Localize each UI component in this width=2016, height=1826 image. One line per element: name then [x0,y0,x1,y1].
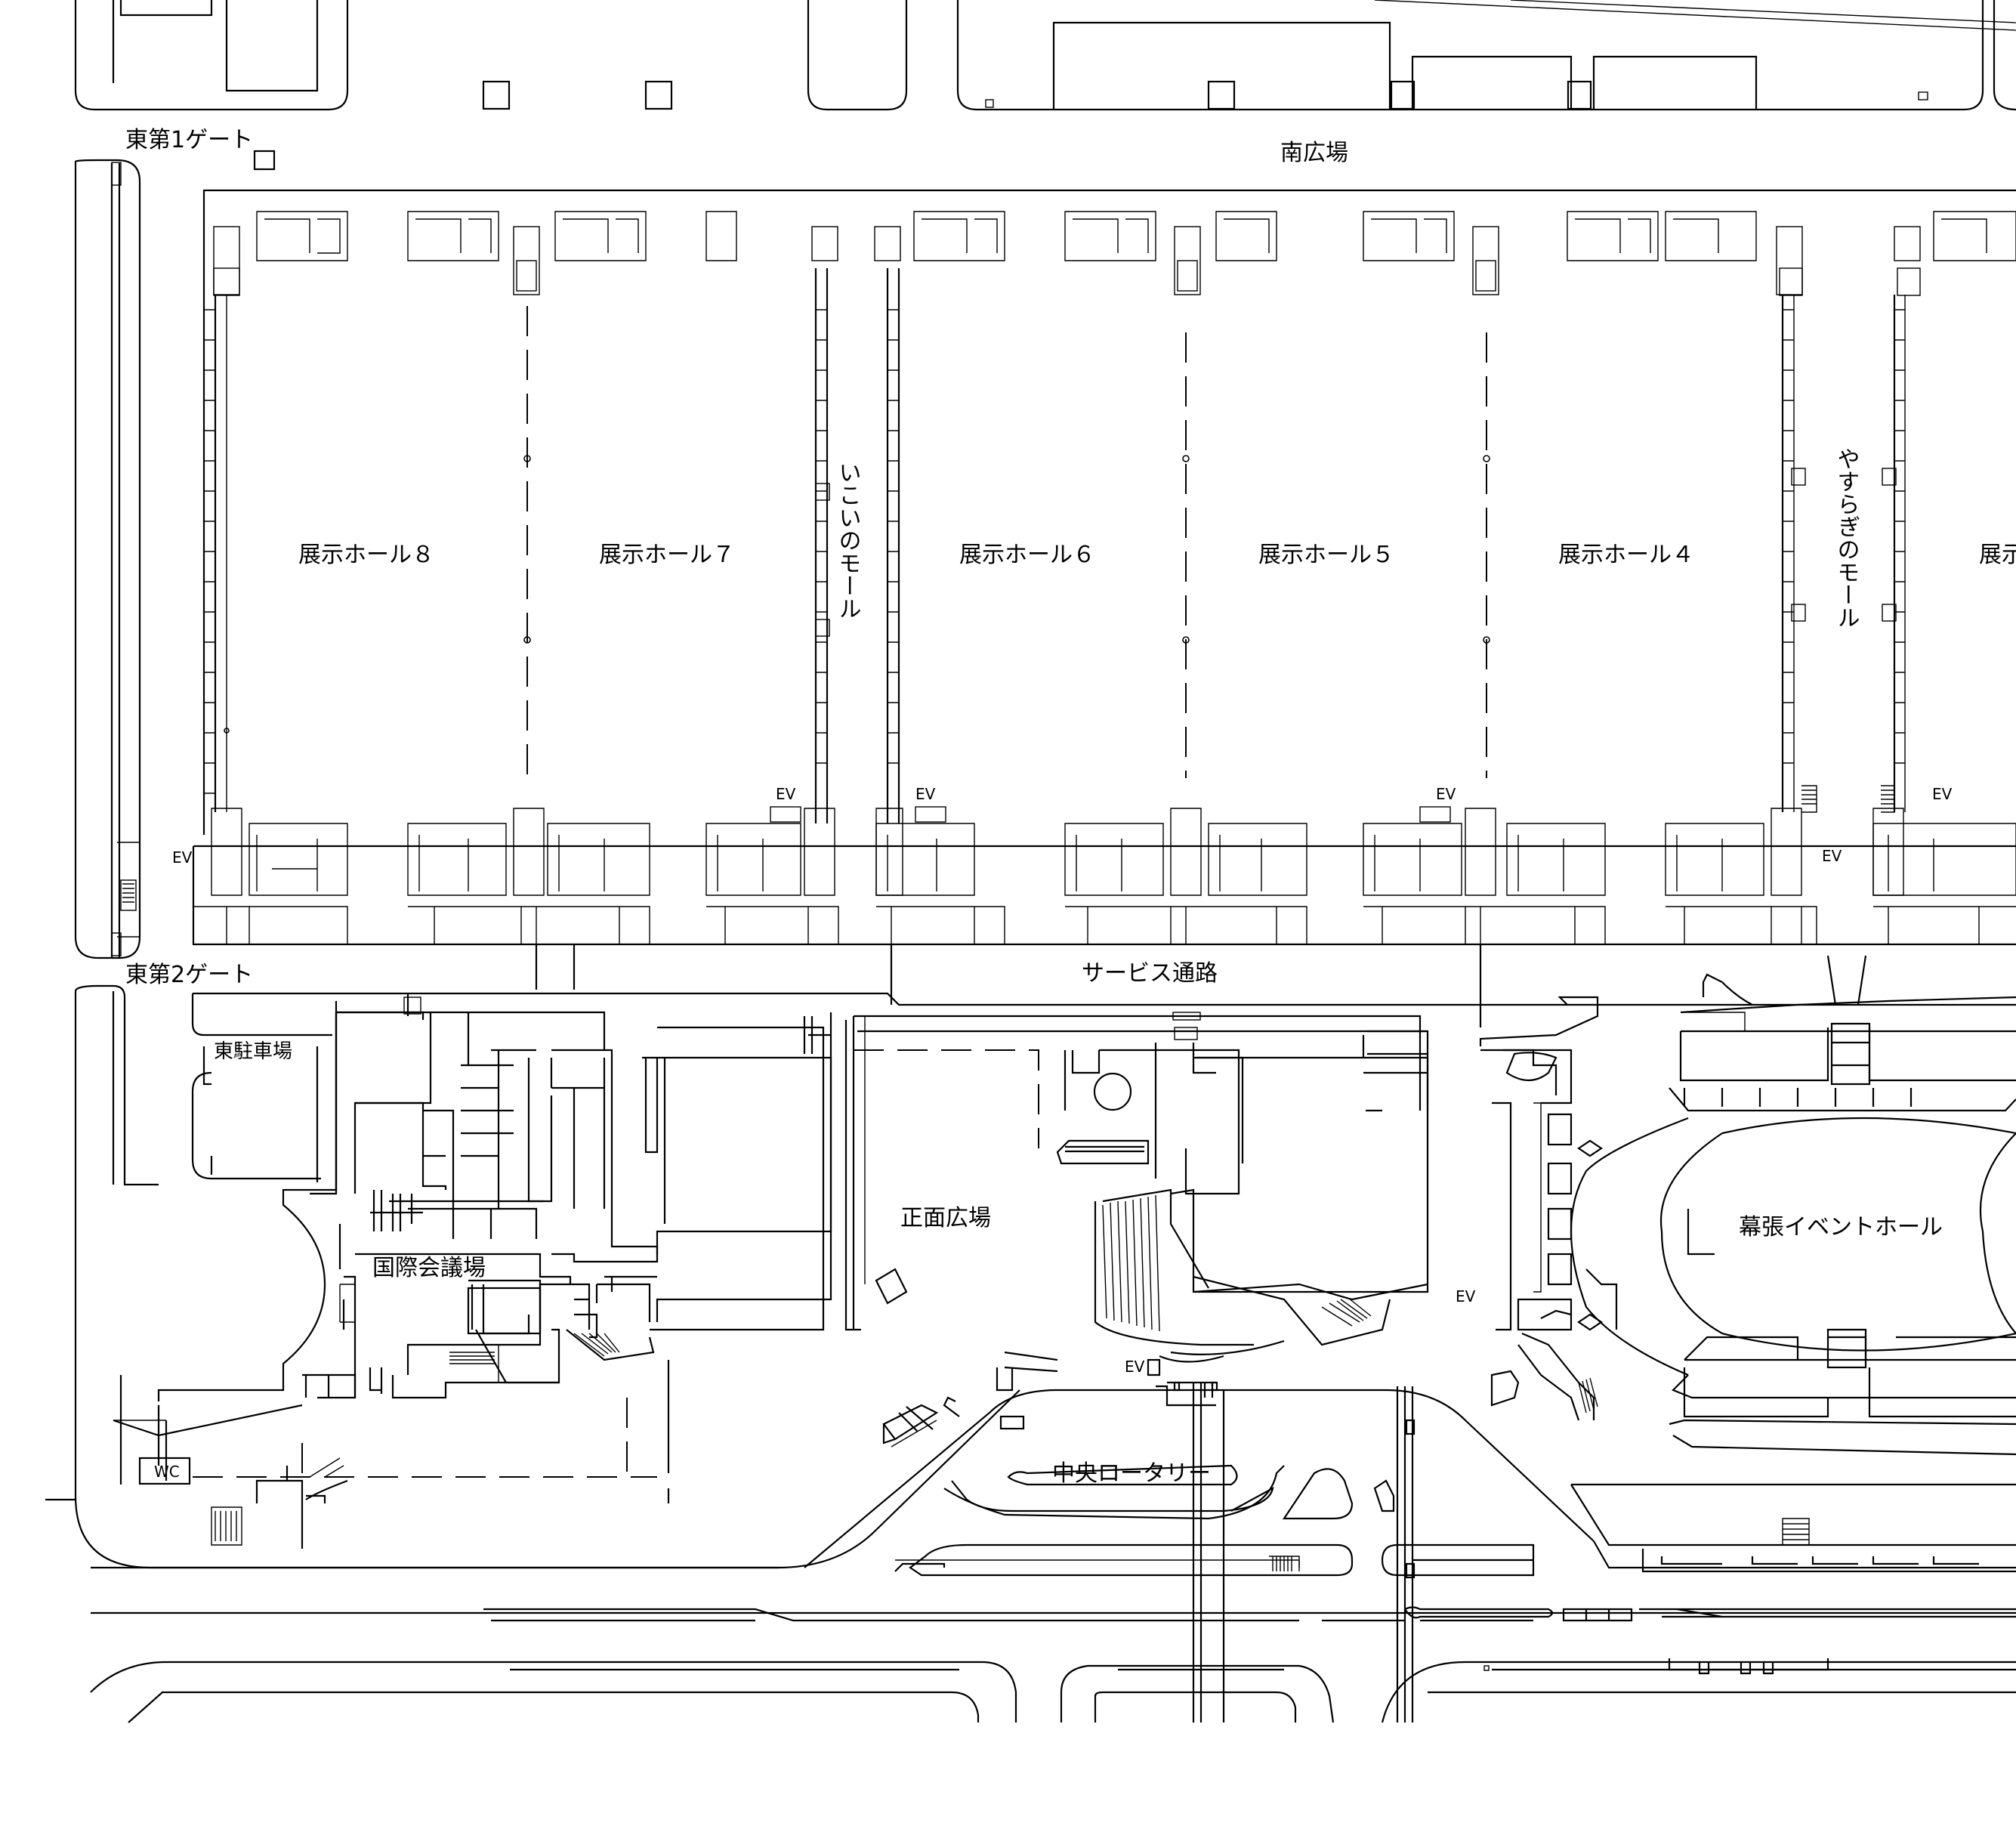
label-ev-5: EV [1822,847,1842,865]
label-ev-6: EV [1932,785,1953,803]
label-conference: 国際会議場 [372,1255,486,1281]
conference-center [113,1011,832,1549]
label-ev-1: EV [172,848,193,867]
label-hall-3-partial: 展示 [1979,542,2016,568]
label-east-gate-1: 東第1ゲート [125,127,253,153]
label-ev-7: EV [1456,1287,1476,1305]
label-hall-7: 展示ホール７ [599,542,735,568]
lower-roads [90,1483,2016,1723]
label-ev-2: EV [776,785,796,803]
label-ev-4: EV [1436,785,1456,803]
label-hall-6: 展示ホール６ [959,542,1095,568]
label-front-plaza: 正面広場 [900,1205,991,1231]
exhibition-halls-block [192,189,2016,946]
label-hall-4: 展示ホール４ [1558,542,1694,568]
front-plaza-buildings [650,1020,1429,1407]
lower-dock [193,906,2016,944]
east-gate-walkway [45,0,1020,1569]
label-hall-5: 展示ホール５ [1258,542,1394,568]
label-event-hall: 幕張イベントホール [1739,1214,1943,1241]
upper-pods [256,211,2016,261]
wall-ticks [204,309,1905,794]
hall-columns [224,455,1490,734]
hall-walls [214,268,1906,823]
label-south-plaza: 南広場 [1280,140,1348,166]
top-buildings [74,0,2016,171]
lower-pods [211,785,2016,896]
label-ev-8: EV [1125,1358,1145,1376]
label-east-parking: 東駐車場 [214,1040,292,1063]
label-yasuragi-mall: やすらぎのモール [1833,447,1860,629]
label-east-gate-2: 東第2ゲート [125,962,253,988]
label-ev-3: EV [915,785,936,803]
map-labels: 南広場 東第1ゲート 東第2ゲート 展示ホール８ 展示ホール７ 展示ホール６ 展… [125,127,2016,1487]
label-central-rotary: 中央ロータリー [1052,1460,1211,1487]
central-rotary [804,1383,1595,1722]
label-service-road: サービス通路 [1082,960,1218,987]
event-hall [1480,973,2016,1456]
label-hall-8: 展示ホール８ [298,542,434,568]
label-ikoi-mall: いこいのモール [835,461,861,619]
label-wc: WC [154,1463,180,1481]
